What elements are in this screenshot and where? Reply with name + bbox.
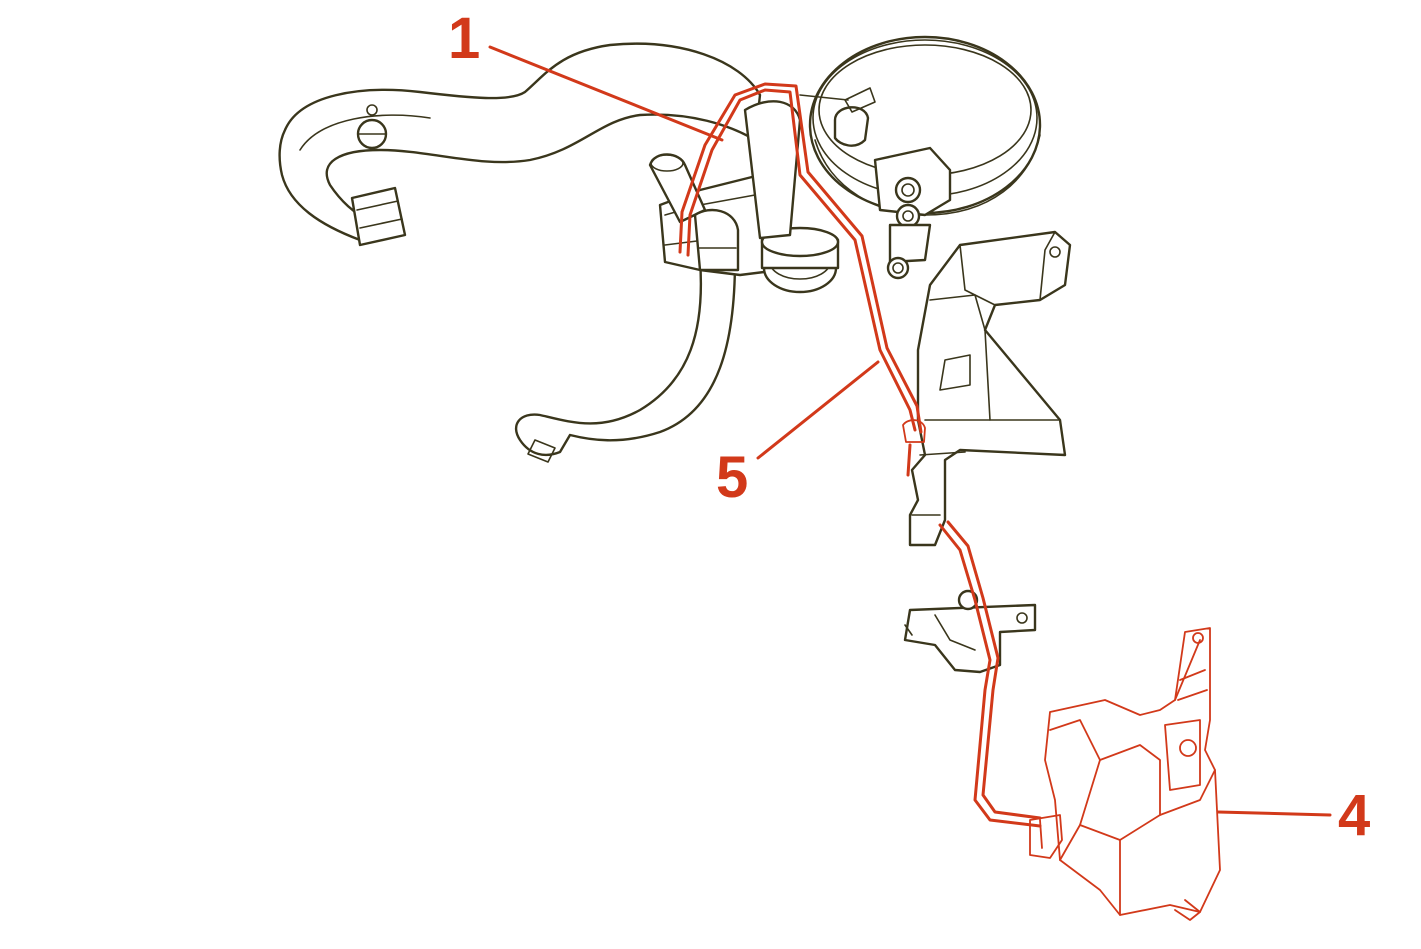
air-intake-duct — [278, 42, 762, 247]
leader-line-5 — [756, 360, 880, 460]
vacuum-reservoir — [1029, 627, 1221, 921]
master-cylinder — [799, 87, 952, 280]
lower-hose — [514, 258, 737, 463]
callout-4: 4 — [1338, 783, 1370, 848]
leader-line-1 — [488, 45, 724, 142]
callout-1: 1 — [448, 6, 480, 71]
mounting-bracket — [908, 230, 1072, 547]
leader-line-4 — [1216, 810, 1332, 817]
hose-clip-bracket — [903, 589, 1037, 674]
throttle-body — [648, 100, 840, 294]
leader-lines — [488, 45, 1332, 817]
vacuum-hose — [678, 82, 1042, 828]
brake-booster — [808, 35, 1042, 216]
callout-5: 5 — [716, 445, 748, 510]
